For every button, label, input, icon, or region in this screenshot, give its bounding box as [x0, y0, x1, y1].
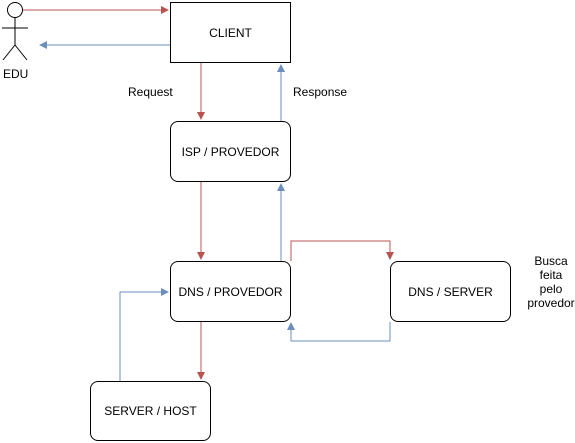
server-host-box: SERVER / HOST	[90, 381, 211, 441]
edge-server-host-to-dns-provedor	[119, 288, 169, 381]
response-label: Response	[293, 85, 348, 99]
actor-figure-icon	[2, 2, 28, 61]
client-box: CLIENT	[170, 2, 291, 63]
dns-server-box: DNS / SERVER	[390, 261, 511, 322]
note-line: Busca	[534, 254, 568, 268]
note-line: pelo	[539, 282, 563, 296]
edge-dns-server-to-dns-provedor	[287, 322, 391, 342]
isp-label: ISP / PROVEDOR	[181, 144, 280, 159]
note-line: feita	[539, 268, 563, 282]
request-label: Request	[128, 85, 173, 99]
search-note: Busca feita pelo provedor	[522, 254, 575, 310]
dns-provedor-label: DNS / PROVEDOR	[178, 284, 283, 299]
actor-label: EDU	[3, 67, 29, 81]
dns-provedor-box: DNS / PROVEDOR	[170, 261, 291, 322]
edge-dns-provedor-to-dns-server	[290, 240, 394, 261]
dns-server-label: DNS / SERVER	[408, 284, 493, 299]
isp-box: ISP / PROVEDOR	[170, 121, 291, 182]
note-line: provedor	[527, 296, 575, 310]
server-host-label: SERVER / HOST	[104, 404, 197, 418]
client-label: CLIENT	[209, 25, 252, 40]
